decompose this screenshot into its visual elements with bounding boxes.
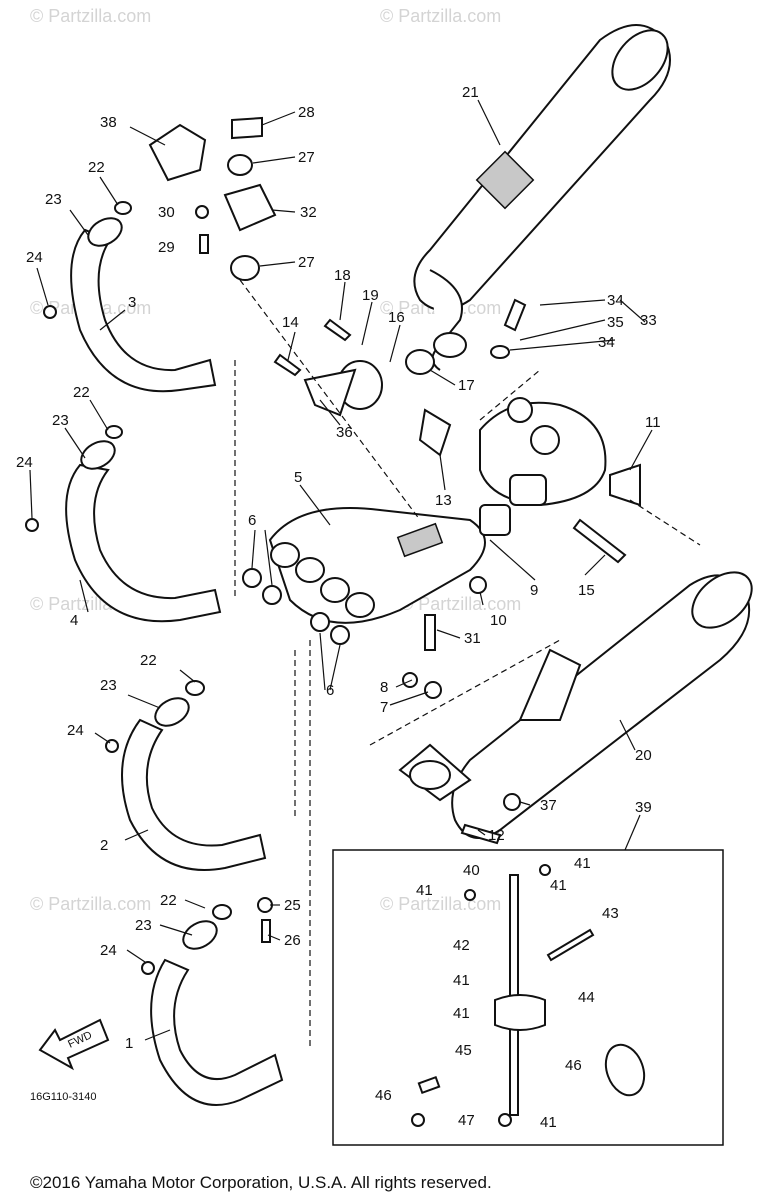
callout-27: 27: [298, 149, 315, 166]
callout-31: 31: [464, 630, 481, 647]
muffler-21: [413, 24, 671, 371]
watermark-text: © Partzilla.com: [380, 6, 501, 26]
callout-45: 45: [455, 1042, 472, 1059]
callout-9: 9: [530, 582, 538, 599]
callout-33: 33: [640, 312, 657, 329]
callout-10: 10: [490, 612, 507, 629]
copyright-text: ©2016 Yamaha Motor Corporation, U.S.A. A…: [30, 1173, 492, 1192]
callout-46: 46: [565, 1057, 582, 1074]
callout-29: 29: [158, 239, 175, 256]
callout-40: 40: [463, 862, 480, 879]
dashed-leaders: [234, 279, 701, 1050]
callout-24: 24: [100, 942, 117, 959]
callout-41: 41: [453, 1005, 470, 1022]
callout-24: 24: [26, 249, 43, 266]
callout-17: 17: [458, 377, 475, 394]
callout-16: 16: [388, 309, 405, 326]
callout-8: 8: [380, 679, 388, 696]
callout-5: 5: [294, 469, 302, 486]
callout-20: 20: [635, 747, 652, 764]
callout-25: 25: [284, 897, 301, 914]
callout-27: 27: [298, 254, 315, 271]
exhaust-pipe-2: [105, 680, 267, 871]
callout-35: 35: [607, 314, 624, 331]
callout-labels: 21 28 27 32 27 38 22 23 24 30 29 3 22 23…: [16, 84, 661, 1131]
fwd-arrow-icon: FWD: [38, 1018, 110, 1071]
exhaust-pipe-3: [43, 201, 217, 393]
callout-46: 46: [375, 1087, 392, 1104]
watermark-text: © Partzilla.com: [400, 594, 521, 614]
callout-38: 38: [100, 114, 117, 131]
callout-24: 24: [16, 454, 33, 471]
hardware: [257, 298, 627, 943]
callout-26: 26: [284, 932, 301, 949]
callout-43: 43: [602, 905, 619, 922]
drawing-code: 16G110-3140: [30, 1091, 96, 1103]
callout-13: 13: [435, 492, 452, 509]
bracket-parts: [148, 116, 277, 281]
callout-19: 19: [362, 287, 379, 304]
callout-23: 23: [52, 412, 69, 429]
callout-37: 37: [540, 797, 557, 814]
callout-7: 7: [380, 699, 388, 716]
callout-41: 41: [416, 882, 433, 899]
callout-12: 12: [488, 827, 505, 844]
callout-32: 32: [300, 204, 317, 221]
callout-47: 47: [458, 1112, 475, 1129]
callout-14: 14: [282, 314, 299, 331]
callout-15: 15: [578, 582, 595, 599]
muffler-20: [398, 571, 753, 839]
callout-4: 4: [70, 612, 78, 629]
callout-41: 41: [550, 877, 567, 894]
exhaust-pipe-4: [25, 425, 222, 623]
callout-23: 23: [45, 191, 62, 208]
callout-44: 44: [578, 989, 595, 1006]
callout-39: 39: [635, 799, 652, 816]
callout-42: 42: [453, 937, 470, 954]
callout-22: 22: [140, 652, 157, 669]
callout-24: 24: [67, 722, 84, 739]
callout-30: 30: [158, 204, 175, 221]
callout-34: 34: [598, 334, 615, 351]
callout-2: 2: [100, 837, 108, 854]
callout-11: 11: [645, 414, 661, 431]
watermark-text: © Partzilla.com: [30, 894, 151, 914]
callout-22: 22: [73, 384, 90, 401]
watermark-text: © Partzilla.com: [380, 894, 501, 914]
callout-36: 36: [336, 424, 353, 441]
watermark-text: © Partzilla.com: [30, 6, 151, 26]
callout-leaders: [29, 99, 653, 1041]
callout-41: 41: [574, 855, 591, 872]
callout-22: 22: [88, 159, 105, 176]
valve-assembly-33: [418, 397, 641, 536]
callout-3: 3: [128, 294, 136, 311]
callout-1: 1: [125, 1035, 133, 1052]
callout-23: 23: [100, 677, 117, 694]
callout-41: 41: [453, 972, 470, 989]
callout-18: 18: [334, 267, 351, 284]
callout-34: 34: [607, 292, 624, 309]
gaskets-6: [242, 568, 350, 645]
callout-22: 22: [160, 892, 177, 909]
callout-6: 6: [326, 682, 334, 699]
inset-box-39: [332, 814, 724, 1146]
callout-21: 21: [462, 84, 479, 101]
callout-23: 23: [135, 917, 152, 934]
callout-41: 41: [540, 1114, 557, 1131]
exhaust-pipe-1: [141, 904, 284, 1106]
callout-28: 28: [298, 104, 315, 121]
callout-6: 6: [248, 512, 256, 529]
